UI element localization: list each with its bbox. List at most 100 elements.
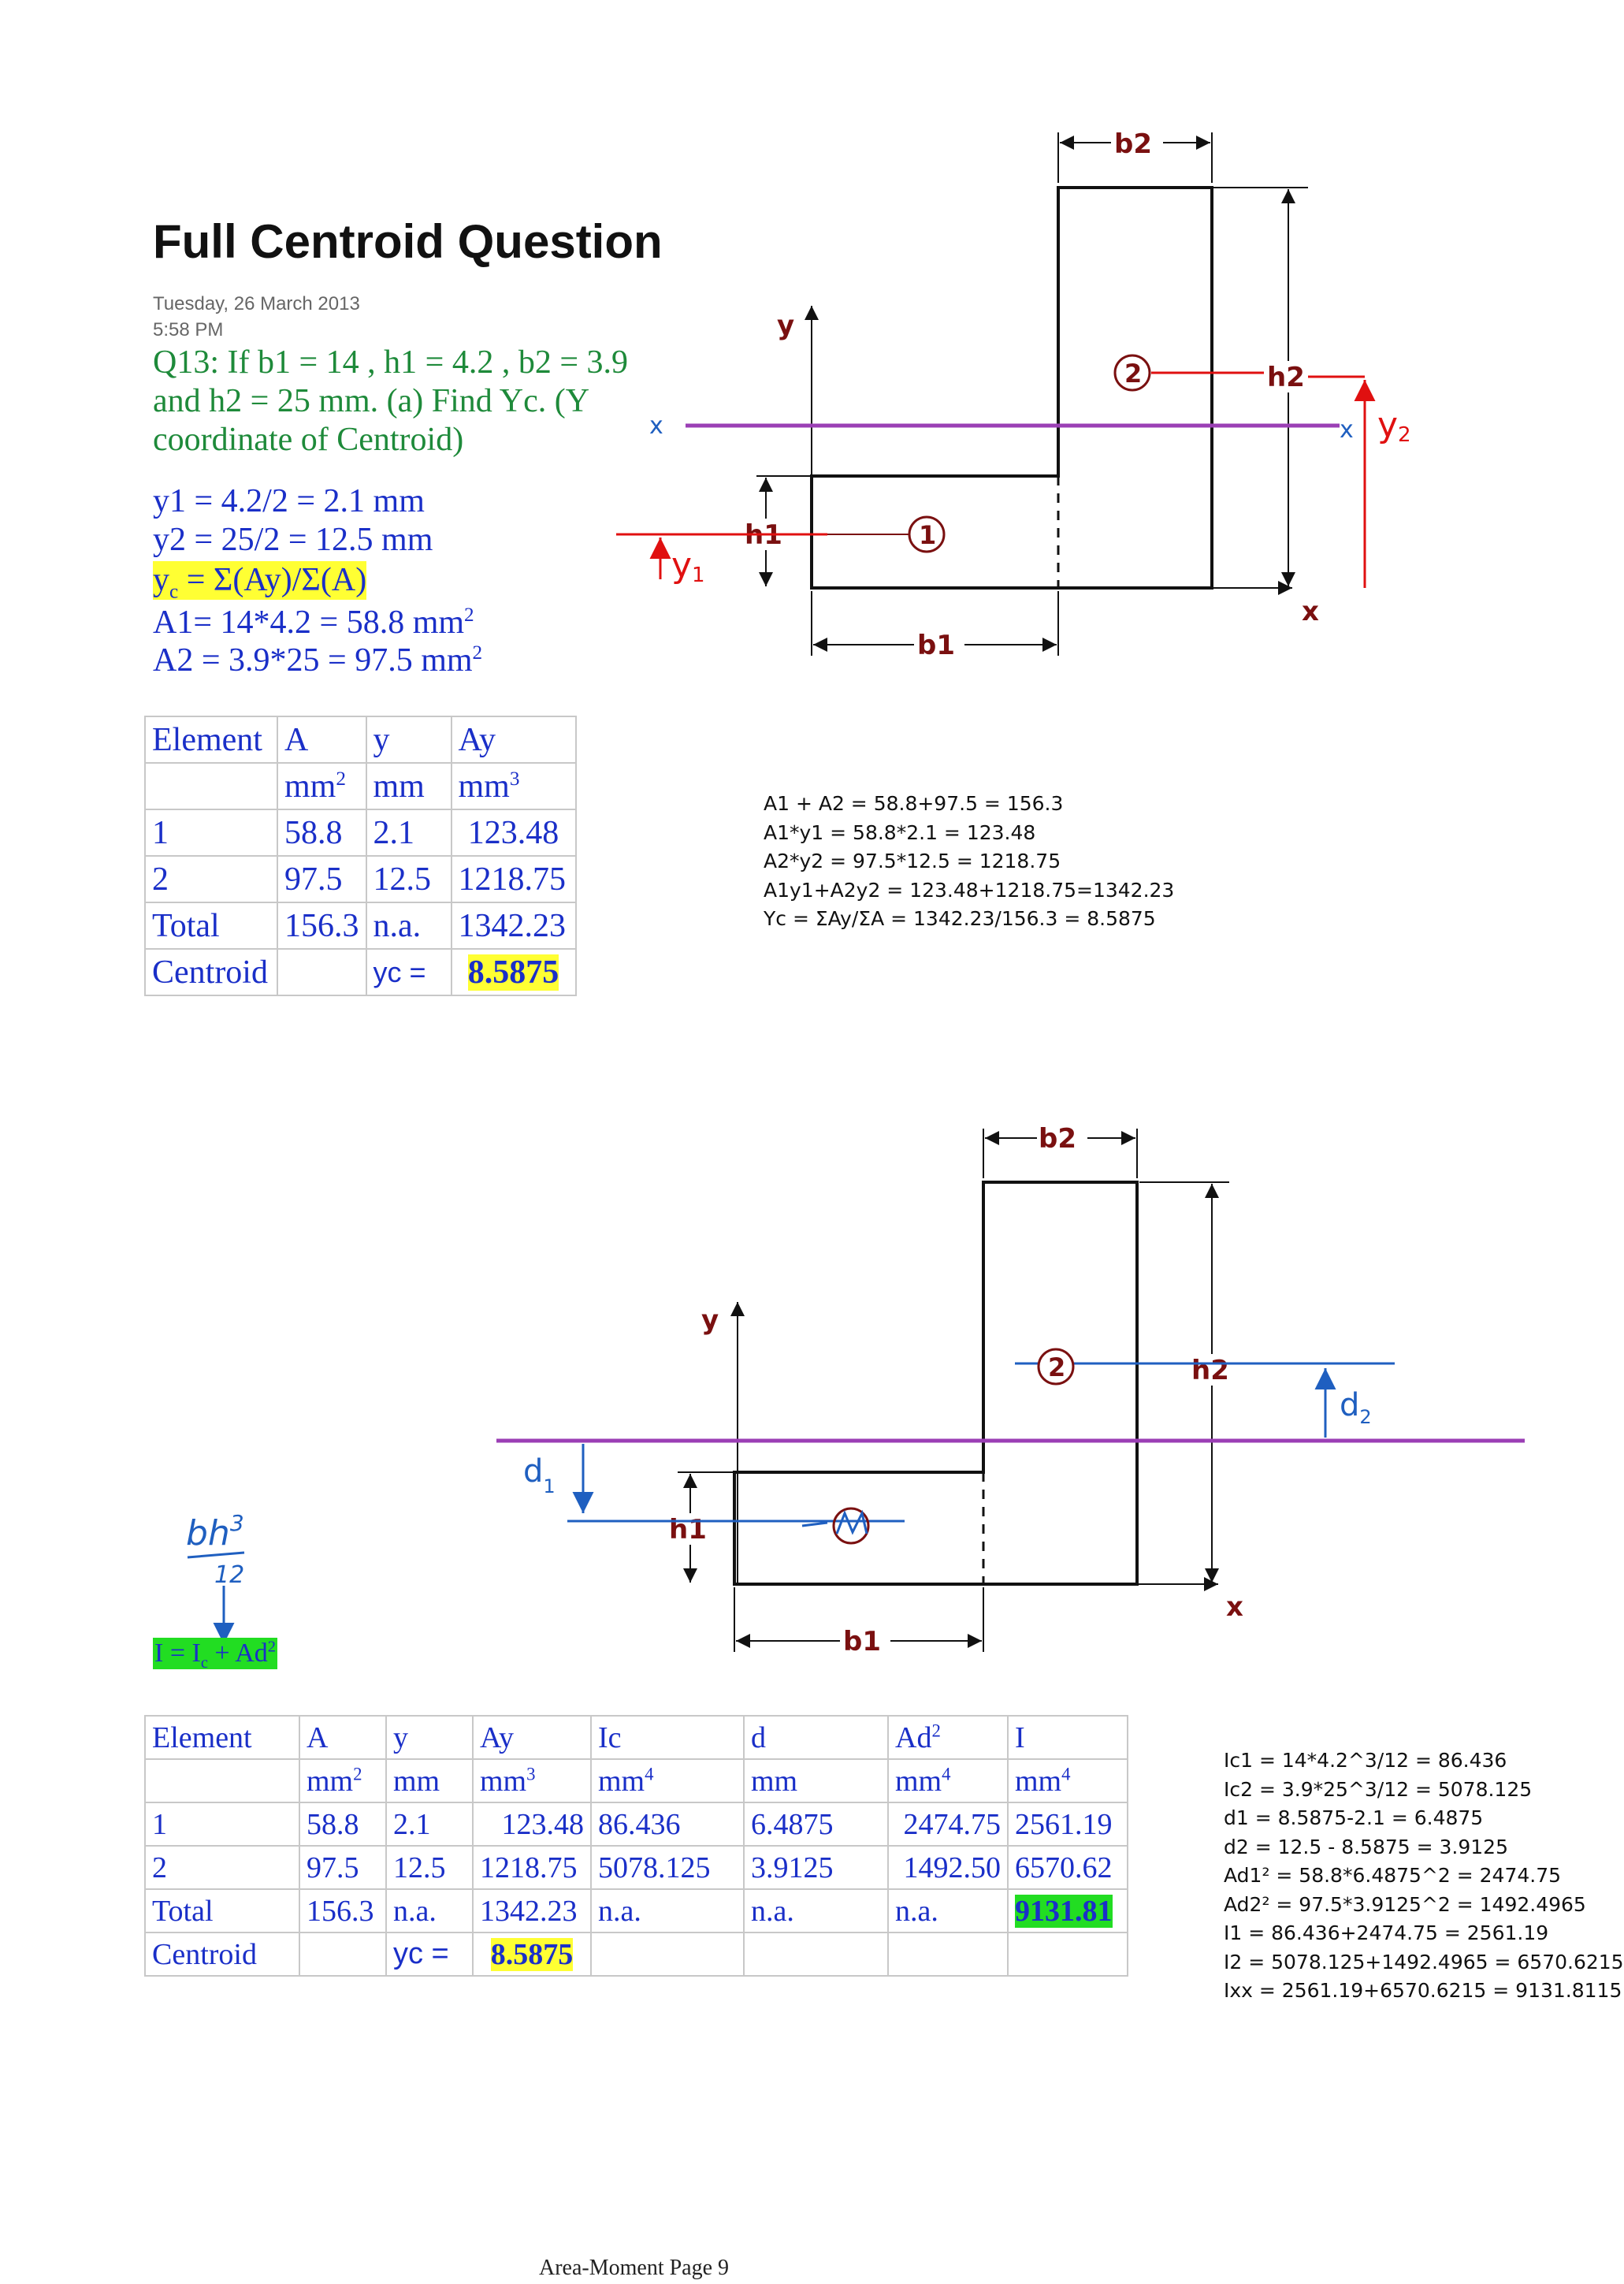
table-header-cell: y xyxy=(385,1715,474,1760)
ixx-result: 9131.81 xyxy=(1015,1894,1113,1928)
note-line: Ad2² = 97.5*3.9125^2 = 1492.4965 xyxy=(1224,1892,1586,1916)
l-shape-outline-2 xyxy=(733,1181,1139,1586)
moment-table: Element A y Ay Ic d Ad2 I mm2 mm mm3 mm4… xyxy=(144,1715,1128,1977)
table-cell: mm4 xyxy=(590,1758,745,1803)
element-2-marker-2 xyxy=(1037,1348,1075,1386)
table-header-cell: Ad2 xyxy=(887,1715,1009,1760)
y-axis-label: y xyxy=(777,310,794,341)
calc-y2: y2 = 25/2 = 12.5 mm xyxy=(153,522,433,558)
table-cell: 97.5 xyxy=(277,855,367,903)
table-header-cell: Element xyxy=(144,716,278,764)
table-cell: 2 xyxy=(144,855,278,903)
b2-label: b2 xyxy=(1114,128,1152,160)
note-line: I1 = 86.436+2474.75 = 2561.19 xyxy=(1224,1921,1549,1944)
x-axis-label: x xyxy=(1302,596,1319,627)
table-cell: 1342.23 xyxy=(450,902,577,950)
table-cell: 1 xyxy=(144,1802,300,1847)
h2-label-2: h2 xyxy=(1191,1355,1229,1386)
table-cell: n.a. xyxy=(743,1888,889,1933)
table-header-cell: A xyxy=(277,716,367,764)
table-cell: 123.48 xyxy=(472,1802,592,1847)
y1-handwritten: y1 xyxy=(671,545,705,587)
table-header-cell: d xyxy=(743,1715,889,1760)
note-line: Ic2 = 3.9*25^3/12 = 5078.125 xyxy=(1224,1777,1533,1801)
table-cell: 2.1 xyxy=(385,1802,474,1847)
table-cell: 1218.75 xyxy=(472,1845,592,1890)
h1-label-2: h1 xyxy=(669,1514,707,1546)
table-cell: 156.3 xyxy=(277,902,367,950)
table-cell: 2561.19 xyxy=(1007,1802,1128,1847)
diagram-moment: y x b2 h2 h1 b1 2 d1 d2 xyxy=(496,1123,1525,1657)
x-axis-label-2: x xyxy=(1226,1591,1243,1623)
moment-formula: I = Ic + Ad2 xyxy=(153,1638,277,1672)
date-stamp: Tuesday, 26 March 2013 xyxy=(153,293,360,314)
table-row: Centroid yc = 8.5875 xyxy=(144,948,577,996)
table-cell: mm xyxy=(743,1758,889,1803)
table-header-cell: A xyxy=(299,1715,387,1760)
table-cell xyxy=(277,948,367,996)
table-cell xyxy=(144,762,278,810)
note-line: Yc = ΣAy/ΣA = 1342.23/156.3 = 8.5875 xyxy=(764,907,1156,930)
table-header-cell: Element xyxy=(144,1715,300,1760)
note-line: A1 + A2 = 58.8+97.5 = 156.3 xyxy=(764,792,1064,815)
svg-text:2: 2 xyxy=(1124,359,1142,389)
note-line: Ic1 = 14*4.2^3/12 = 86.436 xyxy=(1224,1749,1507,1772)
d2-handwritten: d2 xyxy=(1340,1387,1372,1428)
y-axis-label-2: y xyxy=(701,1304,719,1336)
page-footer: Area-Moment Page 9 xyxy=(539,2256,730,2280)
table-row: 2 97.5 12.5 1218.75 5078.125 3.9125 1492… xyxy=(144,1845,1128,1890)
calc-yc-formula: yc = Σ(Ay)/Σ(A) xyxy=(153,561,367,603)
table-cell: 3.9125 xyxy=(743,1845,889,1890)
table-row: 1 58.8 2.1 123.48 xyxy=(144,809,577,857)
table-cell: n.a. xyxy=(365,902,452,950)
svg-text:1: 1 xyxy=(919,520,936,550)
table-cell: 86.436 xyxy=(590,1802,745,1847)
note-line: A2*y2 = 97.5*12.5 = 1218.75 xyxy=(764,850,1061,872)
table-units-row: mm2 mm mm3 xyxy=(144,762,577,810)
page-title: Full Centroid Question xyxy=(153,215,663,268)
table-cell: 1492.50 xyxy=(887,1845,1009,1890)
l-shape-outline xyxy=(810,186,1213,590)
note-line: d2 = 12.5 - 8.5875 = 3.9125 xyxy=(1224,1835,1508,1858)
b1-label: b1 xyxy=(917,630,955,661)
table-header-cell: Ic xyxy=(590,1715,745,1760)
table-cell: mm2 xyxy=(277,762,367,810)
svg-text:bh3: bh3 xyxy=(186,1510,244,1553)
table-cell xyxy=(299,1932,387,1977)
table-header-row: Element A y Ay xyxy=(144,716,577,764)
note-line: A1y1+A2y2 = 123.48+1218.75=1342.23 xyxy=(764,878,1175,902)
table-cell xyxy=(590,1932,745,1977)
centroid-table: Element A y Ay mm2 mm mm3 1 58.8 2.1 123… xyxy=(144,716,577,996)
table-cell: Centroid xyxy=(144,1932,300,1977)
table-cell: 156.3 xyxy=(299,1888,387,1933)
b1-label-2: b1 xyxy=(843,1626,881,1657)
table-cell: mm xyxy=(385,1758,474,1803)
d1-handwritten: d1 xyxy=(523,1453,556,1497)
diagram-centroid: y x b2 h2 h1 b1 x x 1 2 y1 y2 xyxy=(616,128,1411,661)
svg-text:2: 2 xyxy=(1048,1352,1065,1382)
element-1-marker-2 xyxy=(832,1507,870,1545)
note-line: Ad1² = 58.8*6.4875^2 = 2474.75 xyxy=(1224,1864,1562,1887)
table-cell: 123.48 xyxy=(450,809,577,857)
table-cell: n.a. xyxy=(385,1888,474,1933)
table-cell xyxy=(887,1932,1009,1977)
table-cell: n.a. xyxy=(590,1888,745,1933)
table-units-row: mm2 mm mm3 mm4 mm mm4 mm4 xyxy=(144,1758,1128,1803)
notes-moment: Ic1 = 14*4.2^3/12 = 86.436 Ic2 = 3.9*25^… xyxy=(1224,1746,1624,2006)
note-line: d1 = 8.5875-2.1 = 6.4875 xyxy=(1224,1806,1484,1829)
table-cell: 12.5 xyxy=(365,855,452,903)
table-cell: 58.8 xyxy=(299,1802,387,1847)
table-cell xyxy=(743,1932,889,1977)
question-text: Q13: If b1 = 14 , h1 = 4.2 , b2 = 3.9 an… xyxy=(153,344,629,458)
table-cell: 12.5 xyxy=(385,1845,474,1890)
table-cell: 1218.75 xyxy=(450,855,577,903)
table-cell xyxy=(144,1758,300,1803)
table-cell: mm2 xyxy=(299,1758,387,1803)
calc-a1: A1= 14*4.2 = 58.8 mm2 xyxy=(153,604,474,641)
formula-bh3-12: bh3 12 xyxy=(186,1510,244,1644)
notes-centroid: A1 + A2 = 58.8+97.5 = 156.3 A1*y1 = 58.8… xyxy=(764,790,1174,934)
calc-y1: y1 = 4.2/2 = 2.1 mm xyxy=(153,483,425,519)
time-stamp: 5:58 PM xyxy=(153,319,224,340)
table-cell: mm4 xyxy=(887,1758,1009,1803)
b2-label-2: b2 xyxy=(1039,1123,1076,1155)
